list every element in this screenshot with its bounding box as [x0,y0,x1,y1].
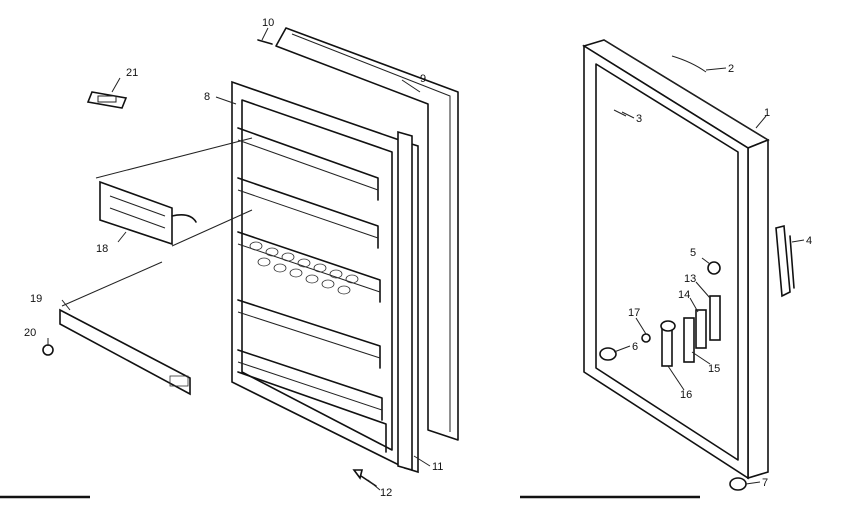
callout-15: 15 [708,363,720,375]
callout-6: 6 [632,341,638,353]
shelf-retainer-21 [86,91,128,109]
callout-5: 5 [690,247,696,259]
callout-19: 19 [30,293,42,305]
outer-door-panel [582,39,770,480]
callout-3: 3 [636,113,642,125]
callout-10: 10 [262,17,274,29]
callout-16: 16 [680,389,692,401]
callout-1: 1 [764,107,770,119]
screw-10 [257,39,273,45]
door-liner [231,80,419,474]
bottom-shelf [59,261,191,396]
breaker-strip [397,130,413,472]
callout-11: 11 [432,461,443,473]
callout-20: 20 [24,327,36,339]
leader-lines [47,27,805,491]
handle [775,224,795,298]
callout-8: 8 [204,91,210,103]
callout-21: 21 [126,67,138,79]
callout-2: 2 [728,63,734,75]
hinge-parts [599,261,721,367]
shelf-bar [95,137,253,247]
top-trim-parts [613,55,707,117]
callout-17: 17 [628,307,640,319]
callout-13: 13 [684,273,696,285]
cap-20 [42,344,54,356]
callout-7: 7 [762,477,768,489]
callout-labels: 1 2 3 4 5 6 7 8 9 10 11 12 13 14 15 16 1… [24,17,812,499]
callout-12: 12 [380,487,392,499]
callout-18: 18 [96,243,108,255]
door-gasket [275,27,459,441]
hinge-pin-cap [729,477,747,491]
callout-14: 14 [678,289,690,301]
callout-4: 4 [806,235,812,247]
callout-9: 9 [420,73,426,85]
